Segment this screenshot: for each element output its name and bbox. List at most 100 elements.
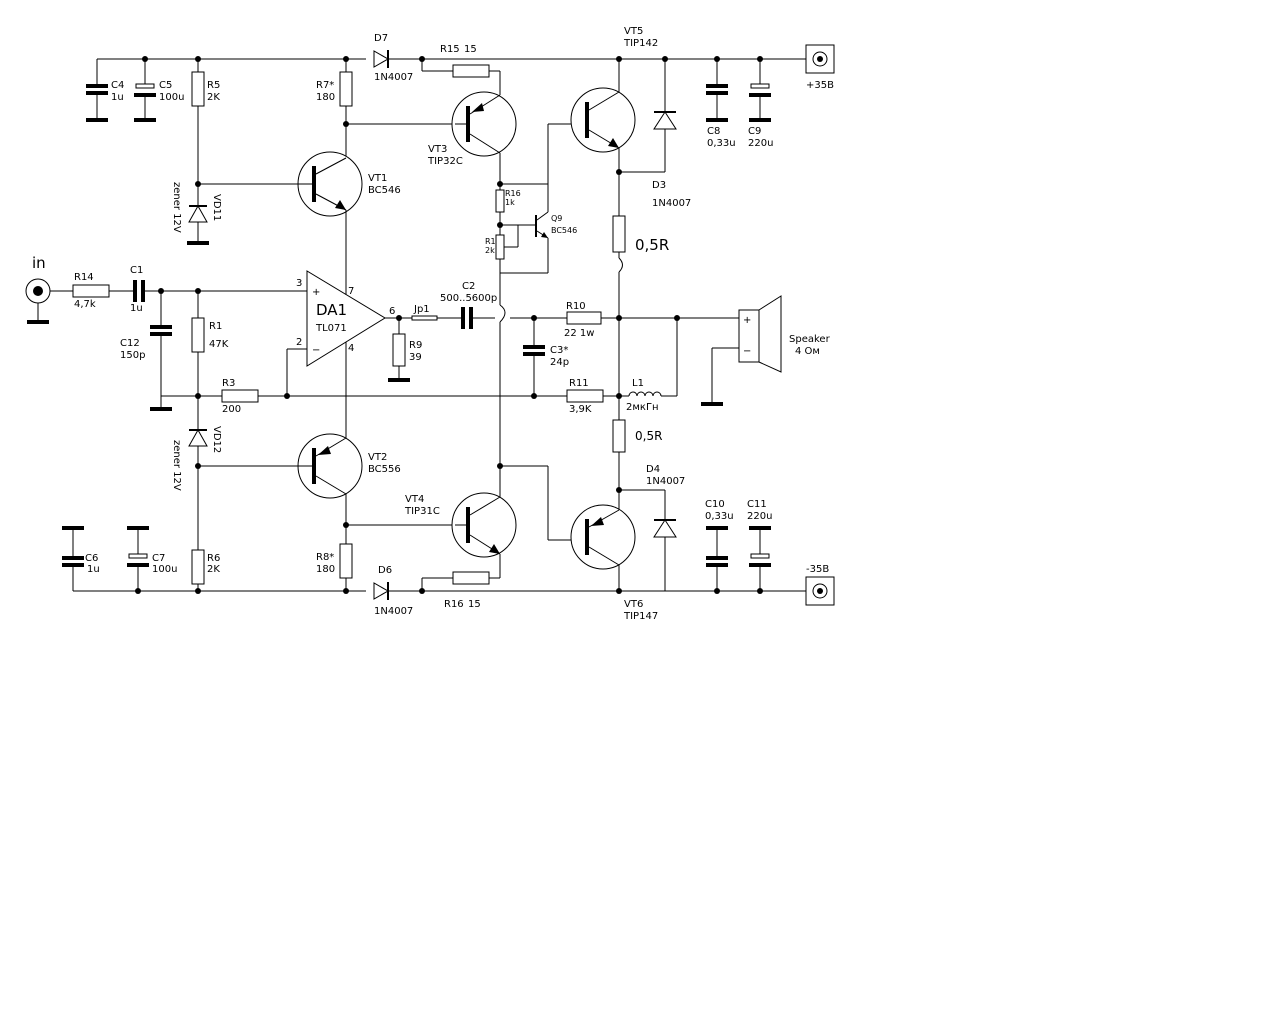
- r5-label: R5: [207, 80, 220, 91]
- r8-label: R8*: [316, 552, 334, 563]
- c8-label: C8: [707, 126, 720, 137]
- vplus-label: +35В: [806, 80, 834, 91]
- r11-value: 3,9K: [569, 404, 592, 415]
- resistor-r10: R10 22 1w: [564, 301, 755, 339]
- capacitor-c2: C2 500..5600p: [440, 281, 497, 329]
- capacitor-c10: C10 0,33u: [705, 499, 734, 591]
- c5-value: 100u: [159, 92, 184, 103]
- junction-dots: [135, 56, 763, 594]
- d6-label: D6: [378, 565, 392, 576]
- c1-label: C1: [130, 265, 143, 276]
- r15-value: 15: [464, 44, 477, 55]
- da1-label: DA1: [316, 301, 347, 319]
- vt6-label: VT6: [624, 599, 643, 610]
- resistor-r5: R5 2K: [191, 59, 220, 182]
- c2-value: 500..5600p: [440, 293, 497, 304]
- r1-trim-label: R1: [485, 237, 496, 246]
- resistor-r11: R11 3,9K: [566, 378, 629, 415]
- r10-label: R10: [566, 301, 586, 312]
- r1-label: R1: [209, 321, 222, 332]
- resistor-r6: R6 2K: [191, 549, 220, 591]
- transistor-q9: Q9 BC546: [525, 211, 577, 239]
- vd11-value: zener 12V: [171, 182, 182, 233]
- r6-label: R6: [207, 553, 220, 564]
- c3-value: 24p: [550, 357, 569, 368]
- r14-value: 4,7k: [74, 299, 96, 310]
- q9-label: Q9: [551, 214, 562, 223]
- c11-value: 220u: [747, 511, 772, 522]
- re1-value: 0,5R: [635, 236, 669, 254]
- inductor-l1: L1 2мкГн: [626, 318, 678, 413]
- c2-label: C2: [462, 281, 475, 292]
- zener-vd12: VD12 zener 12V: [171, 426, 222, 550]
- resistor-r14: R14 4,7k: [72, 272, 133, 310]
- r3-value: 200: [222, 404, 241, 415]
- pin-6: 6: [389, 306, 395, 317]
- r5-value: 2K: [207, 92, 220, 103]
- r16b-label: R16: [444, 599, 464, 610]
- r8-value: 180: [316, 564, 335, 575]
- vt4-value: TIP31C: [404, 506, 440, 517]
- c5-label: C5: [159, 80, 172, 91]
- speaker-minus: −: [743, 346, 751, 357]
- capacitor-c11: C11 220u: [747, 499, 772, 591]
- jumper-jp1: Jp1: [411, 304, 461, 321]
- vd11-label: VD11: [211, 194, 222, 221]
- diode-d4: D4 1N4007: [619, 464, 685, 591]
- diode-d6: D6 1N4007: [373, 565, 413, 617]
- r9-value: 39: [409, 352, 422, 363]
- pin-4: 4: [348, 343, 354, 354]
- terminal-plus-35v: +35В: [805, 44, 835, 91]
- d7-value: 1N4007: [374, 72, 413, 83]
- vt3-value: TIP32C: [427, 156, 463, 167]
- c11-label: C11: [747, 499, 767, 510]
- speaker: + − Speaker 4 Ом: [701, 295, 831, 406]
- transistor-vt2: VT2 BC556: [198, 433, 401, 544]
- c6-value: 1u: [87, 564, 100, 575]
- capacitor-c12: C12 150p: [120, 291, 172, 411]
- r3-label: R3: [222, 378, 235, 389]
- opamp-da1: 3 2 7 4 6 + − DA1 TL071: [296, 270, 413, 438]
- resistor-r16-lower: R16 15: [421, 554, 501, 610]
- vt2-value: BC556: [368, 464, 401, 475]
- resistor-r1: R1 47K: [191, 291, 229, 430]
- speaker-plus: +: [743, 315, 751, 326]
- c9-label: C9: [748, 126, 761, 137]
- transistor-vt3: VT3 TIP32C: [427, 91, 517, 167]
- vt5-value: TIP142: [623, 38, 658, 49]
- pin-7: 7: [348, 286, 354, 297]
- c9-value: 220u: [748, 138, 773, 149]
- r1-value: 47K: [209, 339, 229, 350]
- zener-vd11: VD11 zener 12V: [171, 182, 222, 245]
- c8-value: 0,33u: [707, 138, 736, 149]
- vt3-label: VT3: [428, 144, 447, 155]
- da1-value: TL071: [315, 323, 347, 334]
- vd12-label: VD12: [211, 426, 222, 453]
- r14-label: R14: [74, 272, 94, 283]
- capacitor-c6: C6 1u: [62, 526, 100, 591]
- c12-label: C12: [120, 338, 140, 349]
- c1-value: 1u: [130, 303, 143, 314]
- c10-value: 0,33u: [705, 511, 734, 522]
- transistor-vt1: VT1 BC546: [198, 124, 401, 273]
- d7-label: D7: [374, 33, 388, 44]
- vt1-value: BC546: [368, 185, 401, 196]
- jp1-label: Jp1: [413, 304, 430, 315]
- transistor-vt4: VT4 TIP31C: [404, 492, 517, 558]
- capacitor-c8: C8 0,33u: [706, 59, 736, 149]
- capacitor-c5: C5 100u: [134, 59, 184, 122]
- minus-sign: −: [312, 345, 320, 356]
- q9-value: BC546: [551, 226, 577, 235]
- l1-label: L1: [632, 378, 644, 389]
- r1-trim-value: 2k: [485, 246, 495, 255]
- resistor-r9: R9 39: [388, 318, 422, 382]
- diode-d3: D3 1N4007: [619, 59, 691, 209]
- r15-label: R15: [440, 44, 460, 55]
- speaker-value: 4 Ом: [795, 346, 820, 357]
- vt4-label: VT4: [405, 494, 424, 505]
- resistor-r7: R7* 180: [316, 59, 353, 124]
- r7-value: 180: [316, 92, 335, 103]
- resistor-r15: R15 15: [421, 44, 501, 95]
- c3-label: C3*: [550, 345, 568, 356]
- speaker-label: Speaker: [789, 334, 831, 345]
